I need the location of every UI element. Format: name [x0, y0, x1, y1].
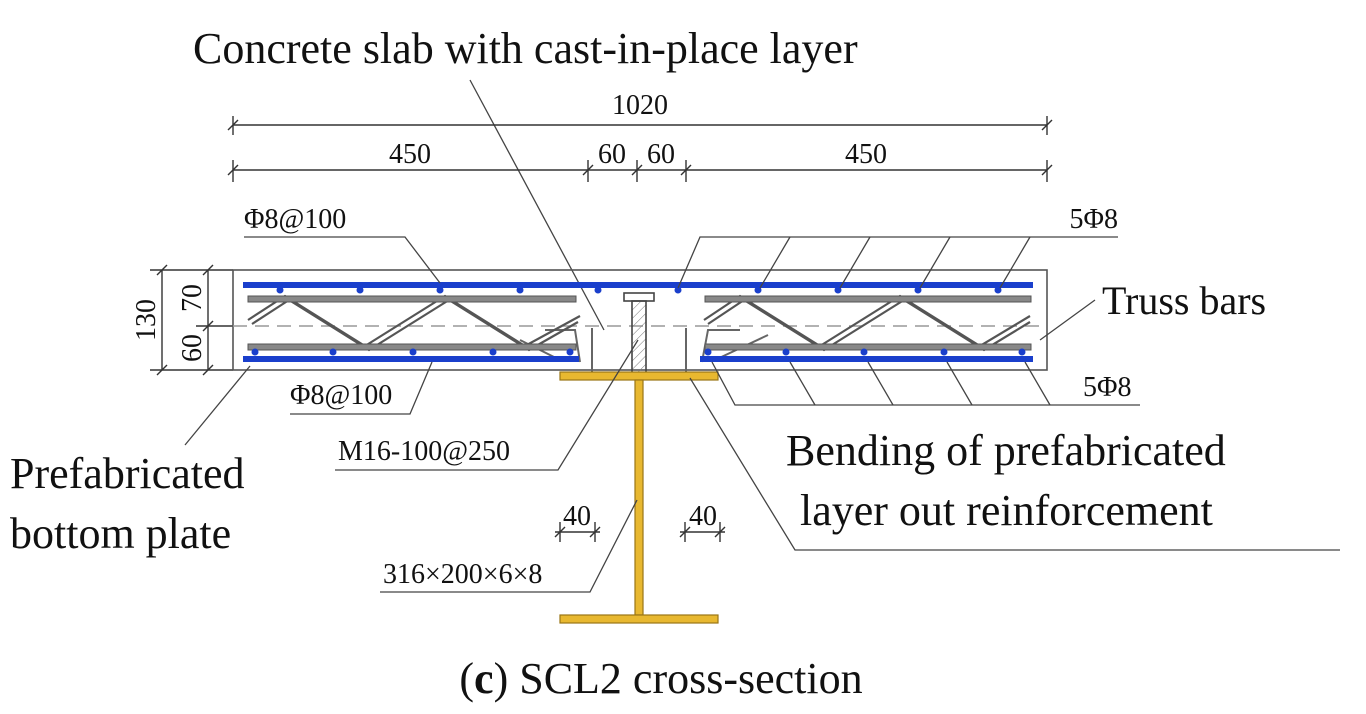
leader-top-left-rebar — [244, 236, 441, 284]
dim-cast-layer-70: 70 — [177, 284, 208, 312]
truss-bars-label: Truss bars — [1102, 278, 1266, 323]
overall-dimension: 1020 — [227, 90, 1053, 135]
gray-bars — [247, 295, 1032, 351]
dim-slab-depth-130: 130 — [131, 299, 162, 341]
dim-flange-left-40: 40 — [563, 501, 591, 532]
top-rebar — [243, 282, 1033, 294]
bending-label-line2: layer out reinforcement — [800, 486, 1213, 535]
dim-gap-left-60: 60 — [598, 139, 626, 170]
caption-text: SCL2 cross-section — [508, 654, 862, 703]
span-dimensions: 450 60 60 450 — [227, 139, 1053, 182]
dim-gap-right-60: 60 — [647, 139, 675, 170]
prefab-plate-label-line1: Prefabricated — [10, 449, 245, 498]
label-bottom-right-rebar: 5Φ8 — [1083, 372, 1131, 403]
bending-leader — [689, 377, 1340, 551]
bottom-rebar — [243, 348, 1033, 362]
leader-bottom-left-rebar — [290, 361, 433, 415]
caption-letter: c — [474, 654, 494, 703]
leader-bottom-right-rebar — [711, 361, 1140, 406]
shear-stud — [623, 292, 655, 374]
dim-flange-right-40: 40 — [689, 501, 717, 532]
dim-right-span-450: 450 — [845, 139, 887, 170]
stud-leader — [335, 339, 639, 471]
stud-label: M16-100@250 — [338, 436, 510, 467]
leader-top-right-rebar — [677, 236, 1118, 289]
steel-section-leader — [380, 499, 638, 593]
label-bottom-left-rebar: Φ8@100 — [290, 380, 392, 411]
steel-i-beam — [559, 371, 719, 624]
label-top-left-rebar: Φ8@100 — [244, 204, 346, 235]
label-top-right-rebar: 5Φ8 — [1070, 204, 1118, 235]
dim-prefab-layer-60: 60 — [177, 334, 208, 362]
depth-dimensions: 130 70 60 — [131, 264, 233, 376]
bending-label-line1: Bending of prefabricated — [786, 426, 1226, 475]
cast-in-place-layer-label: Concrete slab with cast-in-place layer — [193, 24, 858, 73]
truss-bars-leader — [1039, 299, 1096, 341]
steel-section-label: 316×200×6×8 — [383, 559, 542, 590]
figure-caption: (c) SCL2 cross-section — [459, 654, 862, 703]
flange-dimensions: 40 40 — [554, 501, 726, 542]
dim-overall-1020: 1020 — [612, 90, 668, 121]
prefab-plate-leader — [184, 365, 251, 446]
prefab-plate-label-line2: bottom plate — [10, 509, 231, 558]
cast-in-place-leader — [469, 79, 605, 331]
dim-left-span-450: 450 — [389, 139, 431, 170]
